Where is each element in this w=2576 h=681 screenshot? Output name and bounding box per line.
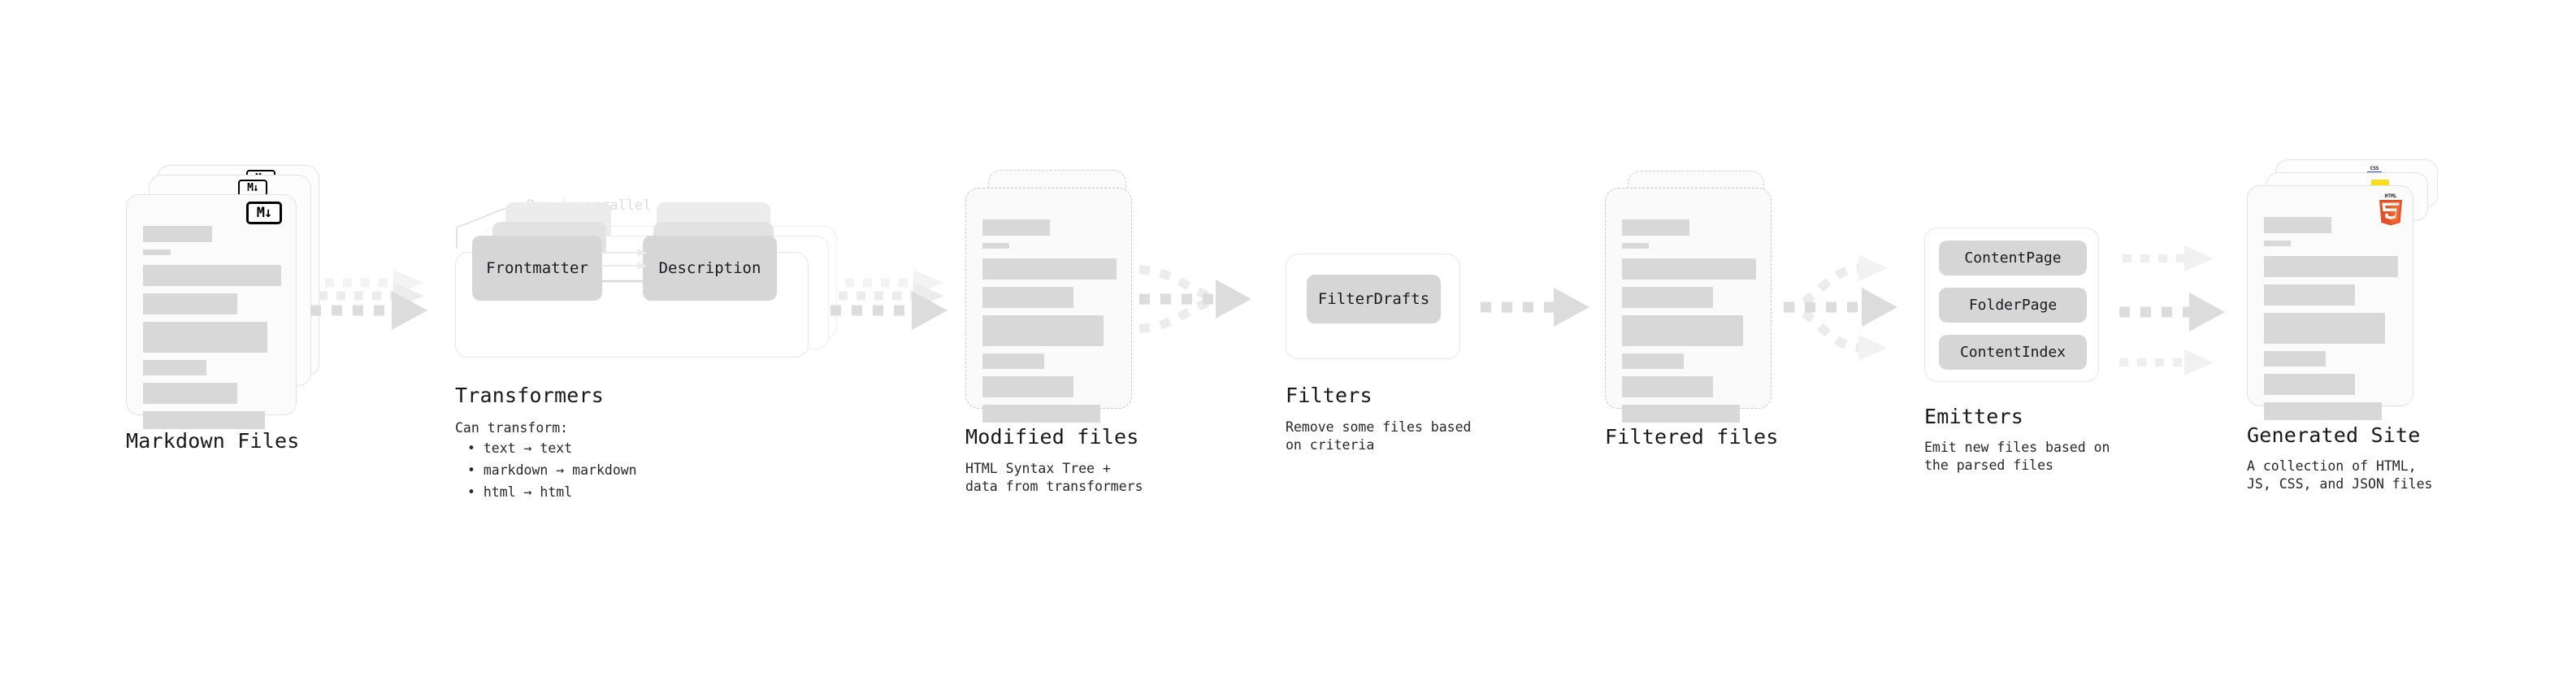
connector-emitters-to-site <box>2119 245 2225 375</box>
content-bar <box>2264 351 2326 367</box>
stage-subtitle-emitters: Emit new files based on the parsed files <box>1924 440 2110 473</box>
content-bar <box>982 258 1117 280</box>
modified-card-bars <box>982 219 1117 430</box>
emitters-box: ContentPage FolderPage ContentIndex <box>1924 228 2099 382</box>
transform-bullet-1: • markdown → markdown <box>467 462 637 478</box>
content-bar <box>982 243 1009 249</box>
stage-title-generated-site: Generated Site <box>2247 423 2421 447</box>
connector-modified-to-filters <box>1138 265 1251 333</box>
stage-subtitle-modified-files: HTML Syntax Tree + data from transformer… <box>965 461 1143 494</box>
connector-md-to-transformers <box>310 270 427 330</box>
content-bar <box>1622 405 1741 423</box>
stage-title-filters: Filters <box>1286 384 1373 407</box>
html5-logo-icon: HTML <box>2379 193 2402 226</box>
css-logo-text: CSS <box>2370 166 2379 171</box>
content-bar <box>143 265 281 286</box>
content-bar <box>143 411 265 429</box>
content-bar <box>143 293 237 314</box>
connector-filtered-to-emitters <box>1783 255 1897 361</box>
filtered-card-bars <box>1622 219 1756 430</box>
connector-filters-to-filtered <box>1481 288 1589 327</box>
content-bar <box>982 376 1074 397</box>
transformer-box-front: Frontmatter Description <box>455 236 809 358</box>
content-bar <box>982 354 1044 369</box>
content-bar <box>982 219 1050 236</box>
emitter-pill-contentindex-label: ContentIndex <box>1959 344 2066 361</box>
content-bar <box>2264 256 2398 277</box>
content-bar <box>982 405 1101 423</box>
filter-pill-filterdrafts-label: FilterDrafts <box>1317 290 1430 308</box>
content-bar <box>143 322 267 353</box>
content-bar <box>2264 374 2356 395</box>
markdown-badge-mid-text: M↓ <box>247 182 259 194</box>
content-bar <box>143 249 171 255</box>
emitter-pill-folderpage[interactable]: FolderPage <box>1939 288 2087 323</box>
stage-subtitle-transformers: Can transform: <box>455 420 569 436</box>
content-bar <box>2264 402 2383 420</box>
content-bar <box>2264 313 2385 344</box>
markdown-card-front <box>126 194 297 429</box>
content-bar <box>143 383 237 404</box>
content-bar <box>2264 217 2331 233</box>
stage-title-emitters: Emitters <box>1924 405 2024 428</box>
transformer-pill-frontmatter[interactable]: Frontmatter <box>472 236 602 301</box>
content-bar <box>1622 376 1714 397</box>
transform-bullet-0: • text → text <box>467 440 573 456</box>
markdown-card-bars <box>143 226 281 436</box>
content-bar <box>1622 287 1714 308</box>
transform-bullet-0-label: text → text <box>483 440 573 456</box>
transformer-pill-description-label: Description <box>658 259 761 277</box>
filtered-card-front <box>1605 188 1772 423</box>
emitter-pill-contentpage[interactable]: ContentPage <box>1939 241 2087 275</box>
transform-bullet-1-label: markdown → markdown <box>483 462 637 478</box>
filters-box: FilterDrafts <box>1286 254 1460 359</box>
site-card-bars <box>2264 217 2398 427</box>
stage-subtitle-generated-site: A collection of HTML, JS, CSS, and JSON … <box>2247 458 2433 492</box>
modified-card-front <box>965 188 1132 423</box>
stage-subtitle-filters: Remove some files based on criteria <box>1286 419 1472 453</box>
content-bar <box>982 287 1074 308</box>
transformer-inner-arrows <box>598 249 657 286</box>
markdown-badge-mid: M↓ <box>238 180 267 197</box>
content-bar <box>982 315 1104 346</box>
svg-text:HTML: HTML <box>2385 193 2397 199</box>
emitter-pill-contentindex[interactable]: ContentIndex <box>1939 335 2087 370</box>
content-bar <box>2264 241 2291 246</box>
content-bar <box>1622 243 1649 249</box>
connector-transformers-to-modified <box>830 270 948 330</box>
transform-bullet-2-label: html → html <box>483 484 573 500</box>
stage-title-modified-files: Modified files <box>965 425 1139 449</box>
transformer-pill-frontmatter-label: Frontmatter <box>486 259 588 277</box>
emitter-pill-folderpage-label: FolderPage <box>1968 297 2058 314</box>
stage-title-transformers: Transformers <box>455 384 605 407</box>
content-bar <box>1622 258 1756 280</box>
content-bar <box>1622 315 1743 346</box>
content-bar <box>143 226 212 242</box>
content-bar <box>1622 354 1684 369</box>
transformer-pill-description[interactable]: Description <box>643 236 777 301</box>
emitter-pill-contentpage-label: ContentPage <box>1964 249 2062 267</box>
transform-bullet-2: • html → html <box>467 484 573 500</box>
filter-pill-filterdrafts[interactable]: FilterDrafts <box>1307 275 1441 323</box>
stage-title-markdown-files: Markdown Files <box>126 429 300 453</box>
markdown-logo-icon: M↓ <box>246 202 282 224</box>
stage-title-filtered-files: Filtered files <box>1605 425 1779 449</box>
content-bar <box>1622 219 1689 236</box>
content-bar <box>143 360 207 375</box>
markdown-logo-text: M↓ <box>256 204 273 221</box>
content-bar <box>2264 284 2356 306</box>
